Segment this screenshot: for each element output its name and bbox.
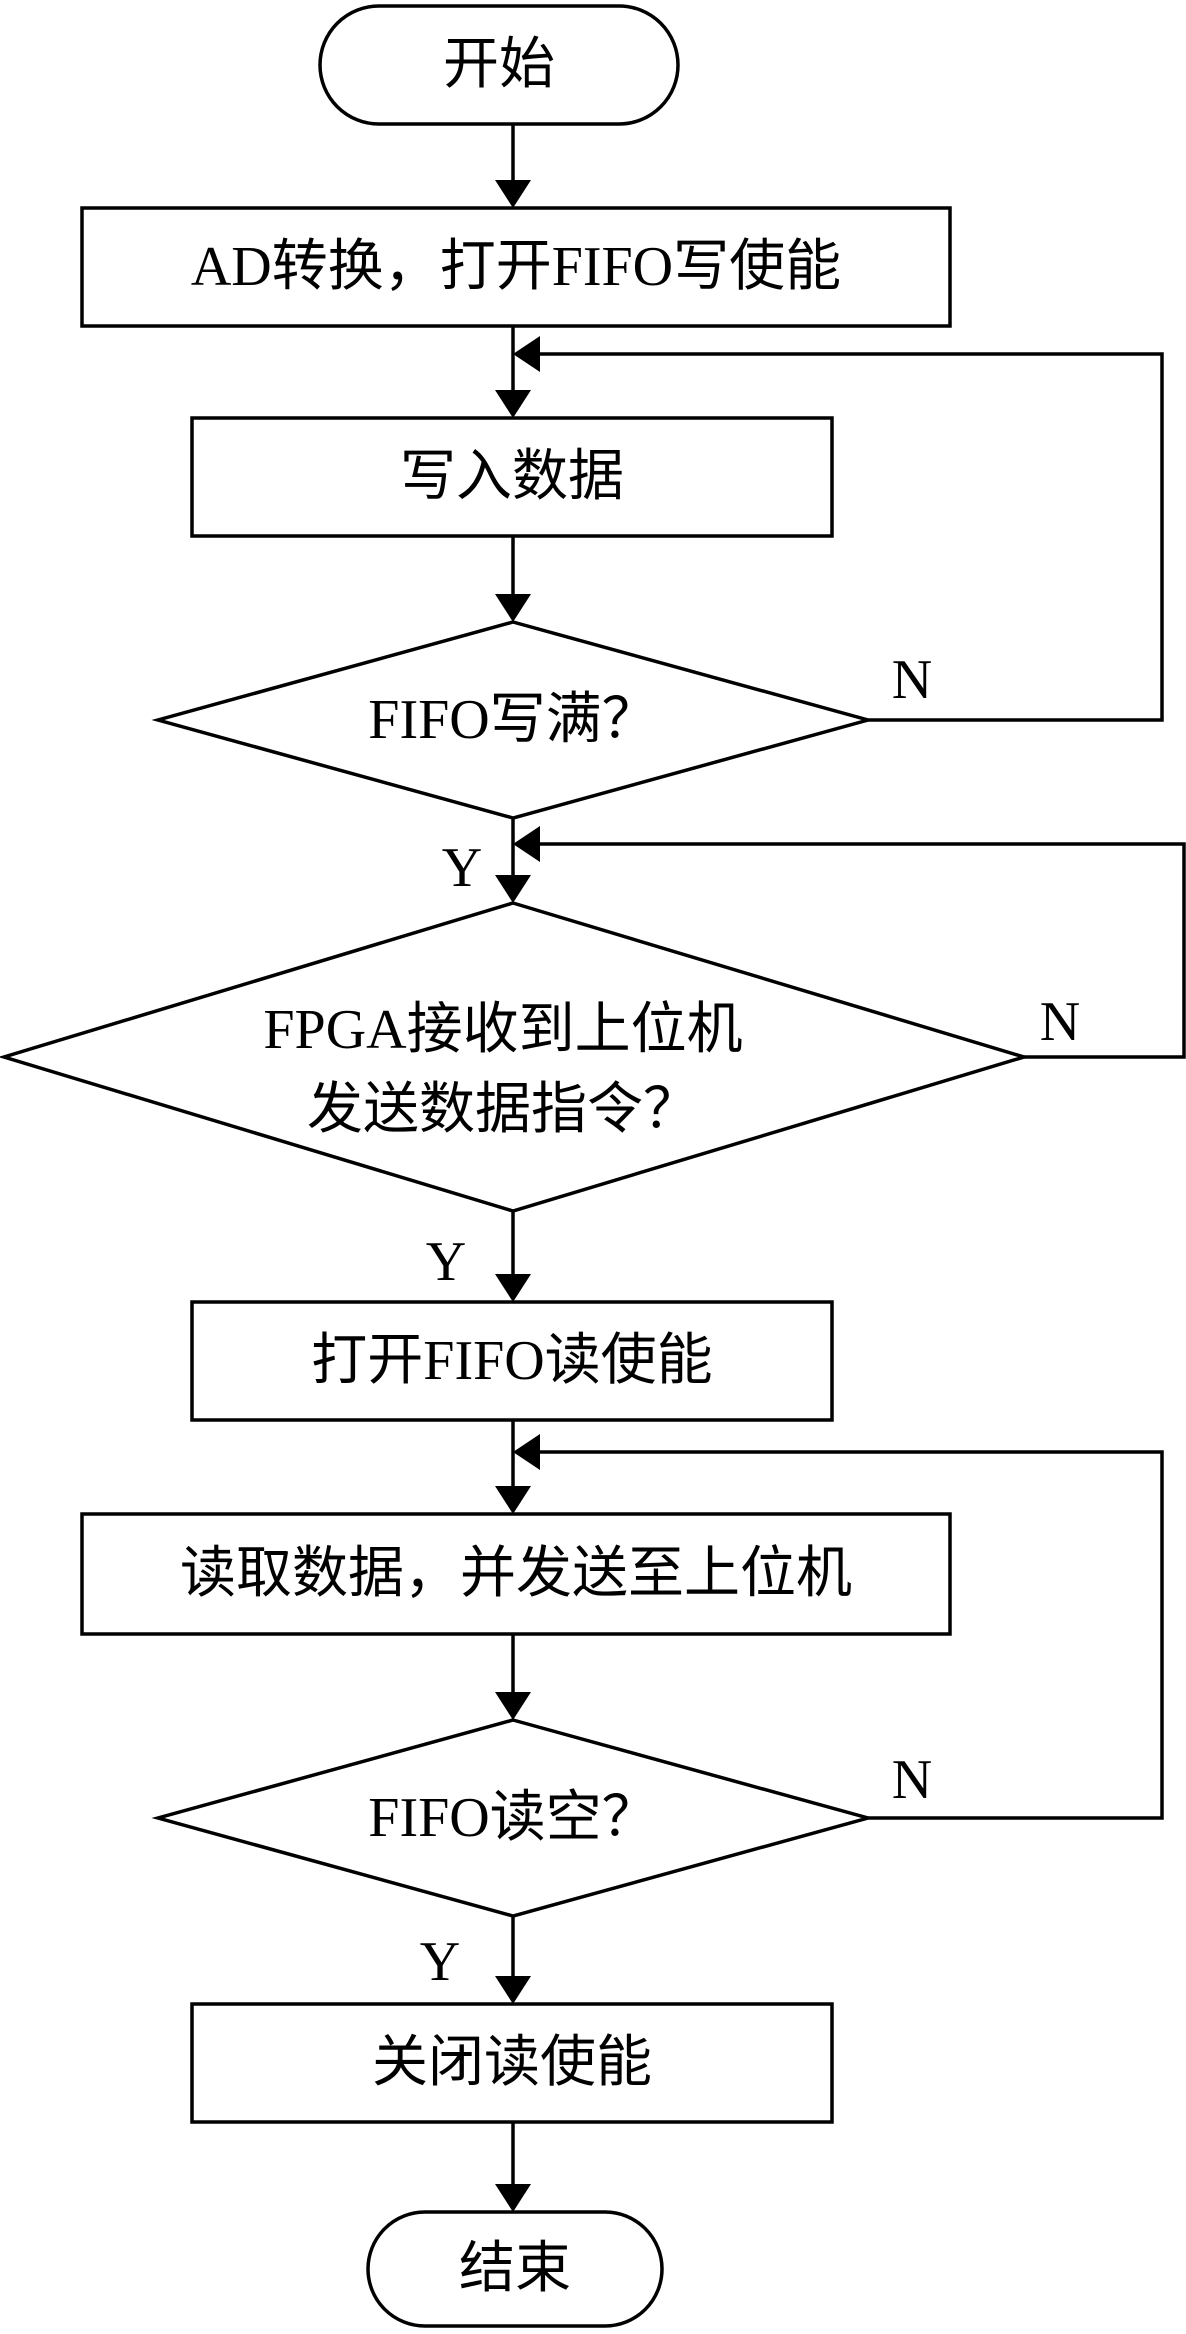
arrowhead [513,1434,540,1470]
close-read-box [190,2002,834,2124]
arrowhead [495,2184,531,2212]
arrowhead [495,1274,531,1302]
ad-convert-label: AD转换，打开FIFO写使能 [191,236,841,298]
fifo-empty-label: FIFO读空？ [368,1787,657,1849]
arrowhead [495,1692,531,1720]
fpga-cmd-label-line1: FPGA接收到上位机 [263,999,742,1061]
fifo-full-label: FIFO写满？ [368,689,657,751]
loop-empty-no [540,1450,1164,1820]
fifo-full-no-label: N [892,649,932,711]
arrowhead [495,1976,531,2004]
arrowhead [513,336,540,372]
open-read-box [190,1300,834,1422]
arrowhead [513,826,540,862]
read-send-label: 读取数据，并发送至上位机 [180,1543,852,1605]
end-label: 结束 [459,2238,571,2300]
arrowhead [495,390,531,418]
loop-full-no [540,352,1164,722]
fpga-cmd-yes-label: Y [426,1231,466,1293]
arrowhead [495,594,531,622]
write-data-label: 写入数据 [400,446,624,508]
read-send-box [80,1512,952,1636]
arrowhead [495,180,531,208]
close-read-label: 关闭读使能 [372,2032,652,2094]
fifo-full-yes-label: Y [442,837,482,899]
fpga-cmd-label-line2: 发送数据指令？ [307,1079,699,1141]
arrowhead [495,875,531,903]
start-terminal [318,4,680,126]
write-data-box [190,416,834,538]
start-label: 开始 [443,34,555,96]
ad-convert-box [80,206,952,328]
loop-cmd-no [540,842,1186,1059]
fifo-empty-yes-label: Y [420,1931,460,1993]
end-terminal [366,2210,664,2328]
fpga-cmd-no-label: N [1040,991,1080,1053]
open-read-label: 打开FIFO读使能 [311,1330,712,1392]
fifo-empty-no-label: N [892,1749,932,1811]
arrowhead [495,1486,531,1514]
